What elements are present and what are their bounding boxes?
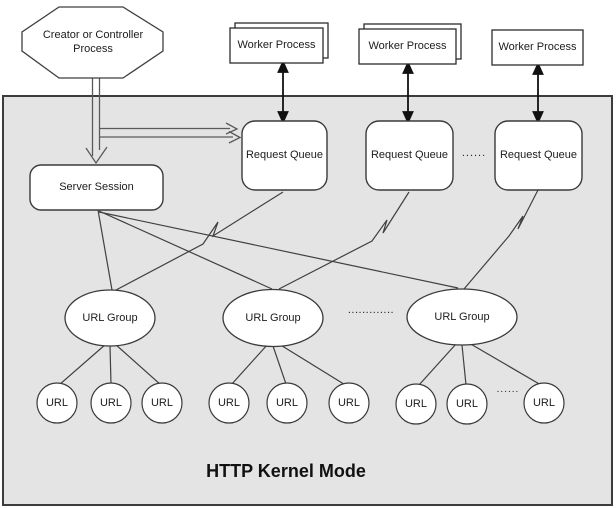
session-group-connector-1 [97, 209, 113, 291]
zigzag-connector-1 [115, 191, 284, 291]
worker-process-box-3 [491, 29, 584, 66]
url-circle-5 [266, 382, 308, 424]
group1-url-connector-2 [109, 345, 112, 385]
request-queue-box-1 [241, 120, 328, 191]
zigzag-connector-3 [463, 189, 539, 290]
url-group-ellipse-1 [64, 289, 156, 347]
group3-url-connector-2 [461, 344, 467, 386]
url-circle-8 [446, 383, 488, 425]
zigzag-connector-2 [278, 191, 410, 290]
url-group-ellipse-3 [406, 288, 518, 346]
group3-url-connector-1 [418, 343, 457, 386]
hollow-arrow-horizontal [100, 122, 242, 144]
url-group-ellipse-2 [222, 288, 324, 348]
worker-queue-arrow-2 [402, 60, 414, 125]
session-group-connector-3 [98, 211, 459, 289]
worker-queue-arrow-1 [277, 59, 289, 125]
group1-url-connector-1 [58, 343, 107, 386]
worker-process-box-1 [229, 27, 324, 64]
session-group-connector-2 [98, 210, 273, 290]
hollow-arrow-vertical [85, 78, 108, 165]
url-circle-1 [36, 382, 78, 424]
request-queue-box-2 [365, 120, 454, 191]
group2-url-connector-1 [230, 343, 269, 386]
request-queue-box-3 [494, 120, 583, 191]
group1-url-connector-3 [114, 343, 162, 386]
creator-process-octagon [21, 6, 164, 79]
group3-url-connector-3 [468, 342, 542, 386]
url-circle-9 [523, 382, 565, 424]
group2-url-connector-2 [272, 345, 287, 385]
server-session-box [29, 164, 164, 211]
url-circle-4 [208, 382, 250, 424]
worker-process-box-2 [358, 28, 457, 65]
url-circle-3 [141, 382, 183, 424]
group2-url-connector-3 [278, 343, 348, 387]
url-circle-7 [395, 383, 437, 425]
url-circle-6 [328, 382, 370, 424]
url-circle-2 [90, 382, 132, 424]
worker-queue-arrow-3 [532, 61, 544, 125]
